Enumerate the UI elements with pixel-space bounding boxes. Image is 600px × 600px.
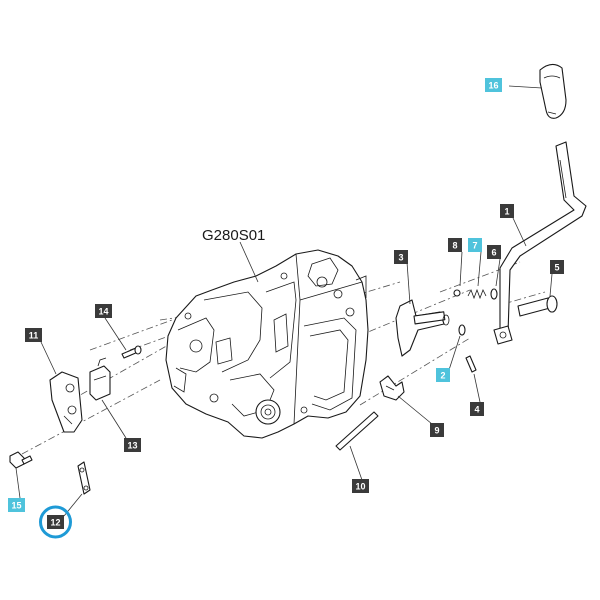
roll-pin[interactable] <box>465 355 477 373</box>
neutral-switch[interactable] <box>89 357 111 401</box>
callout-7[interactable]: 7 <box>468 238 482 252</box>
callout-10-box <box>352 479 369 493</box>
callout-9[interactable]: 9 <box>430 423 444 437</box>
transmission-housing[interactable] <box>165 249 369 439</box>
callout-11[interactable]: 11 <box>25 328 42 342</box>
callout-13-box <box>124 438 141 452</box>
shift-fork[interactable] <box>379 375 405 401</box>
callout-14[interactable]: 14 <box>95 304 112 318</box>
selector-fork-shaft[interactable] <box>395 299 450 357</box>
callout-13[interactable]: 13 <box>124 438 141 452</box>
callout-12-label: 12 <box>50 518 60 528</box>
retaining-ring[interactable] <box>490 288 498 300</box>
linkage-plate[interactable] <box>77 461 91 495</box>
callout-6-label: 6 <box>491 248 496 258</box>
mounting-bracket[interactable] <box>49 371 83 433</box>
callout-14-box <box>95 304 112 318</box>
callout-11-box <box>25 328 42 342</box>
callout-7-label: 7 <box>472 241 477 251</box>
detent-spring[interactable] <box>467 288 487 300</box>
callout-11-label: 11 <box>29 331 39 341</box>
selection-ring <box>39 505 72 539</box>
callout-9-box <box>430 423 444 437</box>
callout-1-label: 1 <box>504 207 509 217</box>
callout-4[interactable]: 4 <box>470 402 484 416</box>
callout-1-box <box>500 204 514 218</box>
shift-rod[interactable] <box>335 411 379 451</box>
shift-knob[interactable] <box>539 63 567 119</box>
callout-6-box <box>487 245 501 259</box>
callout-3-box <box>394 250 408 264</box>
callout-5-box <box>550 260 564 274</box>
callout-10-label: 10 <box>355 482 365 492</box>
callout-14-label: 14 <box>98 307 108 317</box>
callout-2[interactable]: 2 <box>436 368 450 382</box>
callout-13-label: 13 <box>127 441 137 451</box>
callout-12-box <box>47 515 64 529</box>
callout-4-box <box>470 402 484 416</box>
callout-12[interactable]: 12 <box>39 505 72 539</box>
callout-2-box <box>436 368 450 382</box>
callout-7-box <box>468 238 482 252</box>
callout-15-label: 15 <box>11 501 21 511</box>
callout-2-label: 2 <box>440 371 445 381</box>
callout-5[interactable]: 5 <box>550 260 564 274</box>
callout-15-box <box>8 498 25 512</box>
callout-6[interactable]: 6 <box>487 245 501 259</box>
callout-5-label: 5 <box>554 263 559 273</box>
shift-lever[interactable] <box>493 141 587 345</box>
bolt-14[interactable] <box>121 345 142 359</box>
callout-8[interactable]: 8 <box>448 238 462 252</box>
callout-3[interactable]: 3 <box>394 250 408 264</box>
hex-bolt[interactable] <box>9 451 33 469</box>
diagram-code-label: G280S01 <box>202 227 265 244</box>
callout-3-label: 3 <box>398 253 403 263</box>
callout-4-label: 4 <box>474 405 479 415</box>
callout-16[interactable]: 16 <box>485 78 502 92</box>
callout-16-box <box>485 78 502 92</box>
callout-15[interactable]: 15 <box>8 498 25 512</box>
callout-10[interactable]: 10 <box>352 479 369 493</box>
pivot-pin[interactable] <box>517 295 558 317</box>
detent-ball[interactable] <box>453 289 461 297</box>
callout-16-label: 16 <box>488 81 498 91</box>
o-ring[interactable] <box>458 324 466 336</box>
callout-1[interactable]: 1 <box>500 204 514 218</box>
callout-8-label: 8 <box>452 241 457 251</box>
callout-8-box <box>448 238 462 252</box>
callout-9-label: 9 <box>434 426 439 436</box>
